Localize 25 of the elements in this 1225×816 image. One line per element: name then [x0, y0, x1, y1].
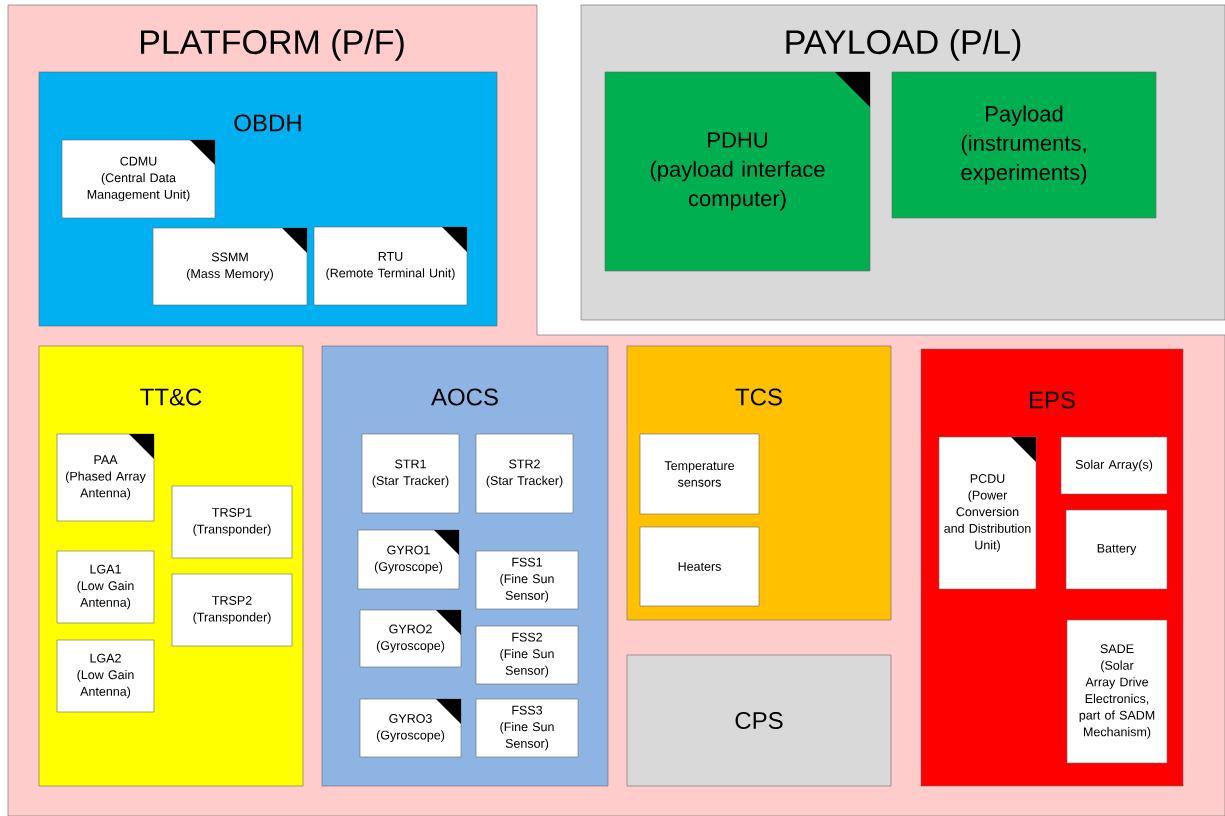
unit-box: FSS1 (Fine Sun Sensor) [475, 550, 579, 610]
unit-box: Temperature sensors [639, 433, 760, 515]
unit-box: CDMU (Central Data Management Unit) [61, 139, 216, 219]
unit-box: SADE (Solar Array Drive Electronics, part of SADM Mechanism) [1066, 619, 1168, 764]
unit-box: PDHU (payload interface computer) [604, 71, 871, 272]
unit-box: GYRO3 (Gyroscope) [359, 698, 462, 758]
unit-box: TRSP2 (Transponder) [171, 573, 293, 647]
unit-box: RTU (Remote Terminal Unit) [313, 226, 468, 306]
unit-box: TRSP1 (Transponder) [171, 485, 293, 559]
unit-box: Heaters [639, 526, 760, 607]
unit-box: STR1 (Star Tracker) [361, 433, 460, 514]
unit-box: CPS [626, 654, 892, 787]
unit-box: Battery [1065, 509, 1168, 590]
unit-box: FSS2 (Fine Sun Sensor) [475, 625, 579, 685]
unit-box: Solar Array(s) [1060, 436, 1168, 495]
unit-box: GYRO2 (Gyroscope) [359, 609, 462, 668]
unit-box: LGA1 (Low Gain Antenna) [56, 550, 155, 624]
unit-box: PCDU (Power Conversion and Distribution Unit) [938, 436, 1037, 590]
unit-box: Payload (instruments, experiments) [891, 71, 1157, 219]
unit-box: GYRO1 (Gyroscope) [357, 529, 460, 590]
unit-box: STR2 (Star Tracker) [475, 433, 574, 514]
unit-box: FSS3 (Fine Sun Sensor) [475, 698, 579, 758]
unit-box: LGA2 (Low Gain Antenna) [56, 639, 155, 713]
unit-box: SSMM (Mass Memory) [152, 227, 308, 306]
unit-box: PAA (Phased Array Antenna) [56, 433, 155, 522]
